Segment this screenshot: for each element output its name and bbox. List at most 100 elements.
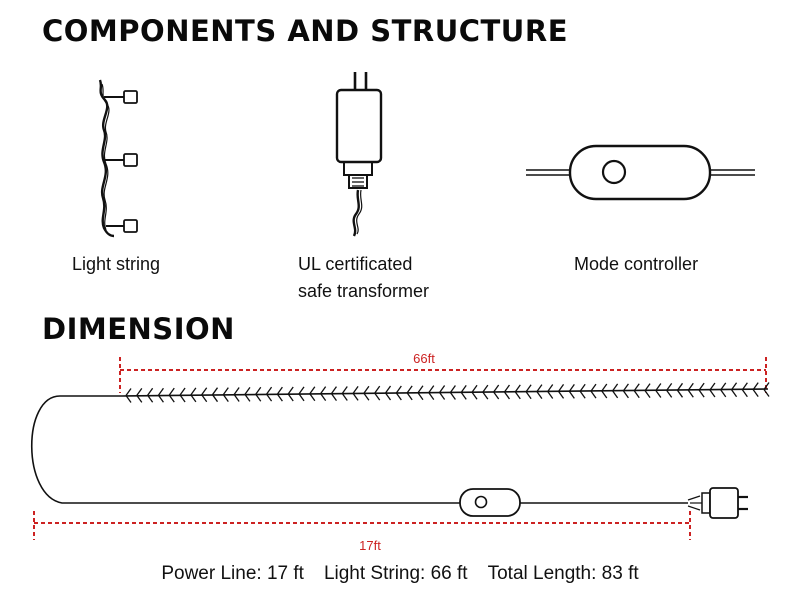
led-tick [687,382,694,391]
led-tick [147,394,154,403]
led-tick [298,386,305,395]
led-tick [644,390,651,398]
led-tick [363,385,370,394]
led-tick [698,382,705,391]
power-line-length: Power Line: 17 ft [161,563,304,584]
led-tick [666,390,673,398]
transformer-icon [335,72,383,237]
mode-controller-label: Mode controller [574,254,699,274]
led-tick [320,386,327,395]
led-tick [525,384,532,393]
led-tick [384,392,392,401]
led-tick [471,384,478,393]
led-tick [493,384,500,393]
led-tick [525,391,532,400]
led-tick [579,383,586,392]
led-tick [341,393,348,401]
led-tick [428,385,435,394]
led-tick [720,382,727,391]
led-tick [136,395,143,403]
light-string-dimension-label: 66ft [413,351,435,366]
led-tick [460,391,467,400]
led-tick [276,386,283,395]
led-tick [352,385,359,394]
transformer-label-line2: safe transformer [298,281,430,301]
led-tick [244,394,251,402]
led-tick [709,389,716,398]
led-tick [298,393,305,402]
led-tick [320,393,327,402]
led-tick [125,395,132,403]
led-ticks-group [125,382,770,403]
led-tick [731,382,738,391]
led-tick [211,394,219,403]
led-tick [666,383,673,391]
led-tick [731,389,738,398]
led-tick [493,391,500,400]
led-tick [211,387,219,396]
led-tick [352,392,359,401]
led-tick [752,382,759,390]
total-length: Total Length: 83 ft [487,563,639,584]
led-tick [255,393,262,402]
led-tick [309,386,316,395]
led-tick [558,384,565,392]
led-tick [655,390,662,398]
led-tick [741,382,748,391]
led-tick [330,386,337,394]
led-tick [179,387,186,396]
led-tick [676,382,684,391]
led-tick [536,391,543,400]
led-tick [417,385,424,394]
led-tick [309,393,316,402]
led-tick [568,390,575,399]
led-tick [590,383,597,392]
led-tick [233,387,240,395]
led-tick [720,389,727,398]
led-tick [763,389,770,397]
led-tick [201,387,208,396]
led-tick [601,390,608,399]
mode-controller-icon [526,144,755,201]
plug-icon [687,487,748,519]
led-tick [179,394,186,403]
led-tick [222,387,229,395]
led-tick [157,387,164,396]
led-tick [190,387,197,396]
led-tick [255,386,262,395]
led-tick [147,387,154,396]
led-tick [612,383,619,392]
led-tick [417,392,424,401]
led-tick [374,392,381,401]
light-string-icon [98,79,138,238]
led-tick [428,392,435,401]
led-tick [287,393,294,402]
led-tick [395,385,402,394]
led-tick [287,386,294,395]
led-tick [633,383,640,392]
led-tick [374,385,381,394]
led-tick [406,392,413,401]
led-tick [157,394,164,403]
power-cable-line [30,395,460,504]
led-tick [698,389,705,398]
led-tick [482,384,489,393]
led-tick [406,385,413,394]
led-tick [655,383,662,391]
led-tick [395,392,402,401]
led-tick [514,384,521,393]
led-tick [676,389,684,398]
led-tick [644,383,651,391]
led-tick [363,392,370,401]
led-tick [276,393,283,402]
led-tick [514,391,521,400]
led-tick [439,385,446,393]
led-tick [622,390,629,399]
transformer-label-line1: UL certificated [298,254,413,274]
led-tick [622,383,629,392]
led-tick [482,391,489,400]
led-tick [168,394,175,403]
led-tick [503,384,511,393]
